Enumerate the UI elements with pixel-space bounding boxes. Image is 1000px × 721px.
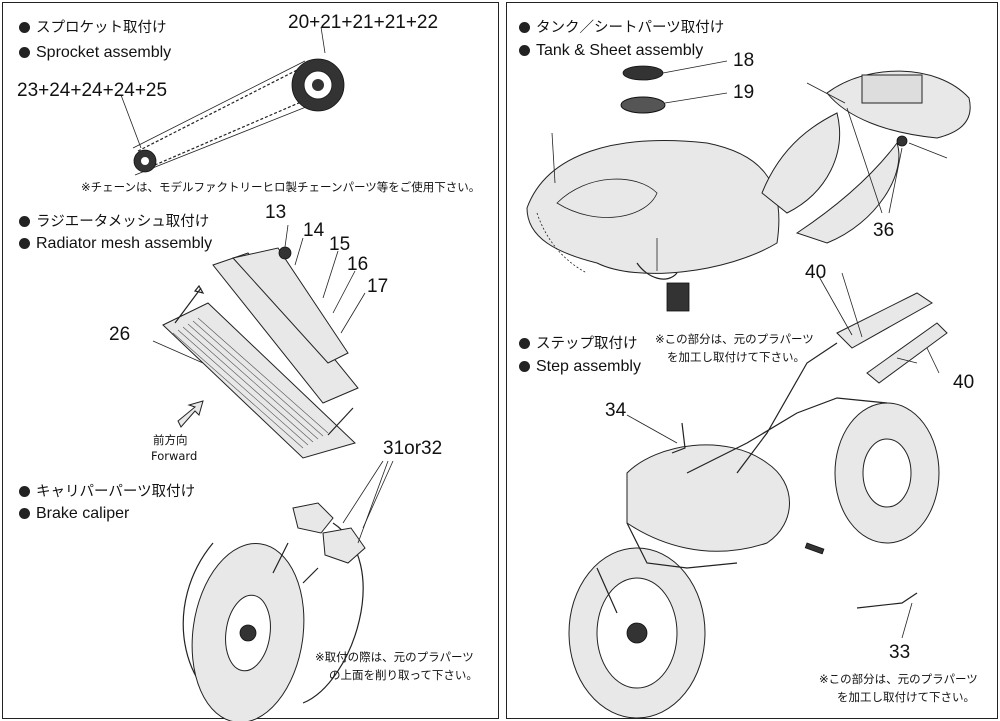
bullet-icon	[19, 508, 30, 519]
step-title-jp: ステップ取付け	[519, 337, 638, 352]
tank-part-19: 19	[733, 82, 755, 103]
radiator-part-14: 14	[303, 220, 325, 241]
left-panel: スプロケット取付け Sprocket assembly 20+21+21+21+…	[2, 2, 499, 721]
bullet-icon	[519, 361, 530, 372]
caliper-note-2: の上面を削り取って下さい。	[329, 668, 478, 682]
sprocket-parts-left: 23+24+24+24+25	[17, 80, 168, 101]
tank-title-en: Tank & Sheet assembly	[519, 43, 703, 59]
radiator-part-13: 13	[265, 202, 287, 223]
tank-part-18: 18	[733, 50, 755, 71]
sprocket-chain-drawing	[120, 26, 345, 176]
sprocket-parts-top: 20+21+21+21+22	[288, 12, 439, 33]
caliper-drawing	[182, 460, 394, 721]
tank-title-jp: タンク／シートパーツ取付け	[519, 21, 724, 36]
sprocket-title-en: Sprocket assembly	[19, 45, 171, 61]
tank-note-1: ※この部分は、元のプラパーツ	[655, 332, 814, 346]
caliper-parts: 31or32	[383, 438, 443, 459]
step-title-en: Step assembly	[519, 359, 641, 375]
caliper-title-en: Brake caliper	[19, 506, 129, 522]
step-part-40-right: 40	[953, 372, 975, 393]
radiator-title-jp: ラジエータメッシュ取付け	[19, 215, 209, 230]
bullet-icon	[19, 216, 30, 227]
step-part-33: 33	[889, 642, 911, 663]
radiator-title-en: Radiator mesh assembly	[19, 236, 212, 252]
caliper-title-jp: キャリパーパーツ取付け	[19, 485, 195, 500]
radiator-part-26: 26	[109, 324, 131, 345]
direction-en: Forward	[151, 449, 198, 463]
bullet-icon	[19, 486, 30, 497]
motorcycle-drawing	[568, 272, 948, 719]
radiator-part-15: 15	[329, 234, 351, 255]
tank-drawing	[526, 60, 780, 312]
tank-cap-18	[622, 65, 664, 81]
bullet-icon	[519, 338, 530, 349]
bullet-icon	[19, 47, 30, 58]
step-note-1: ※この部分は、元のプラパーツ	[819, 672, 978, 686]
caliper-note-1: ※取付の際は、元のプラパーツ	[315, 650, 474, 664]
bullet-icon	[19, 22, 30, 33]
seat-drawing	[761, 70, 971, 244]
sprocket-note: ※チェーンは、モデルファクトリーヒロ製チェーンパーツ等をご使用下さい。	[81, 180, 481, 194]
radiator-part-16: 16	[347, 254, 369, 275]
seat-part-36: 36	[873, 220, 895, 241]
bullet-icon	[519, 45, 530, 56]
direction-jp: 前方向	[153, 433, 188, 447]
radiator-drawing	[152, 224, 366, 459]
left-drawings	[120, 26, 394, 721]
bullet-icon	[519, 22, 530, 33]
radiator-part-17: 17	[367, 276, 389, 297]
right-drawings	[526, 60, 971, 719]
step-part-40-top: 40	[805, 262, 827, 283]
tank-note-2: を加工し取付けて下さい。	[667, 350, 805, 364]
bullet-icon	[19, 238, 30, 249]
step-part-34: 34	[605, 400, 627, 421]
right-panel: タンク／シートパーツ取付け Tank & Sheet assembly 18 1…	[506, 2, 998, 719]
step-note-2: を加工し取付けて下さい。	[837, 690, 975, 704]
sprocket-title-jp: スプロケット取付け	[19, 21, 167, 36]
